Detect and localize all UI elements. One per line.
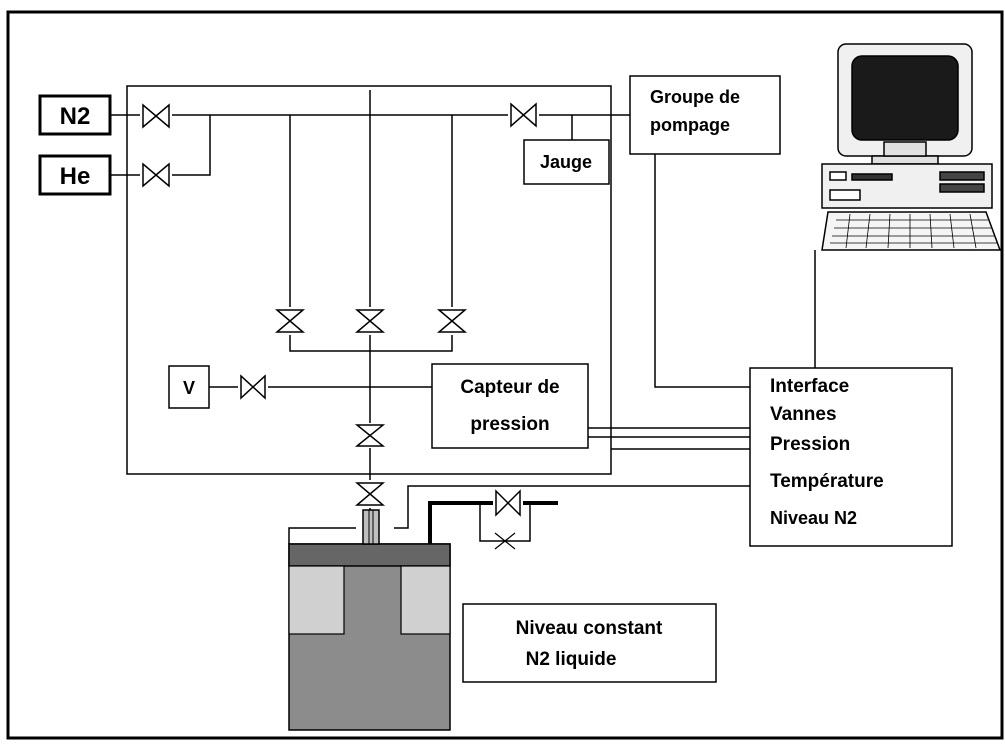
interface-line-1: Interface [770, 376, 849, 397]
he-source-label: He [60, 163, 91, 190]
valve-vessel [354, 482, 386, 506]
cryostat-vessel [288, 509, 451, 731]
valve-left [274, 309, 306, 333]
vessel-neck [362, 509, 380, 545]
interface-line-3: Pression [770, 434, 850, 455]
n2-source-box [38, 94, 112, 136]
pump-group-label-1: Groupe de [650, 87, 740, 107]
interface-line-2: Vannes [770, 404, 837, 425]
volume-box [168, 365, 210, 409]
constant-level-label-1: Niveau constant [516, 618, 663, 639]
gauge-label: Jauge [540, 152, 592, 172]
valve-pump [510, 102, 537, 128]
valve-he [142, 162, 170, 188]
pump-group-label-2: pompage [650, 115, 730, 135]
manifold-enclosure [126, 85, 612, 475]
pressure-sensor-label-2: pression [470, 414, 549, 435]
valve-sensor-line [354, 424, 386, 447]
valve-bypass [494, 532, 516, 550]
valve-right [436, 309, 468, 333]
interface-box [749, 367, 953, 547]
desktop-computer-icon [821, 43, 1002, 251]
interface-line-4: Température [770, 471, 884, 492]
valve-n2 [142, 103, 170, 129]
outer-frame [6, 10, 1004, 740]
valve-center [354, 309, 386, 333]
vessel-insert-right [400, 565, 451, 635]
constant-level-label-2: N2 liquide [526, 649, 617, 670]
pressure-sensor-box [431, 363, 589, 449]
gas-lines [110, 90, 816, 544]
valve-exhaust [495, 489, 521, 517]
gauge-box [523, 139, 610, 185]
vessel-insert-left [288, 565, 345, 635]
volume-label: V [183, 378, 195, 398]
he-source-box [38, 154, 112, 196]
pump-group-box [629, 75, 781, 155]
constant-level-box [462, 603, 717, 683]
interface-line-5: Niveau N2 [770, 508, 857, 528]
pressure-sensor-label-1: Capteur de [460, 377, 559, 398]
valve-volume [240, 374, 266, 400]
n2-source-label: N2 [60, 103, 91, 130]
